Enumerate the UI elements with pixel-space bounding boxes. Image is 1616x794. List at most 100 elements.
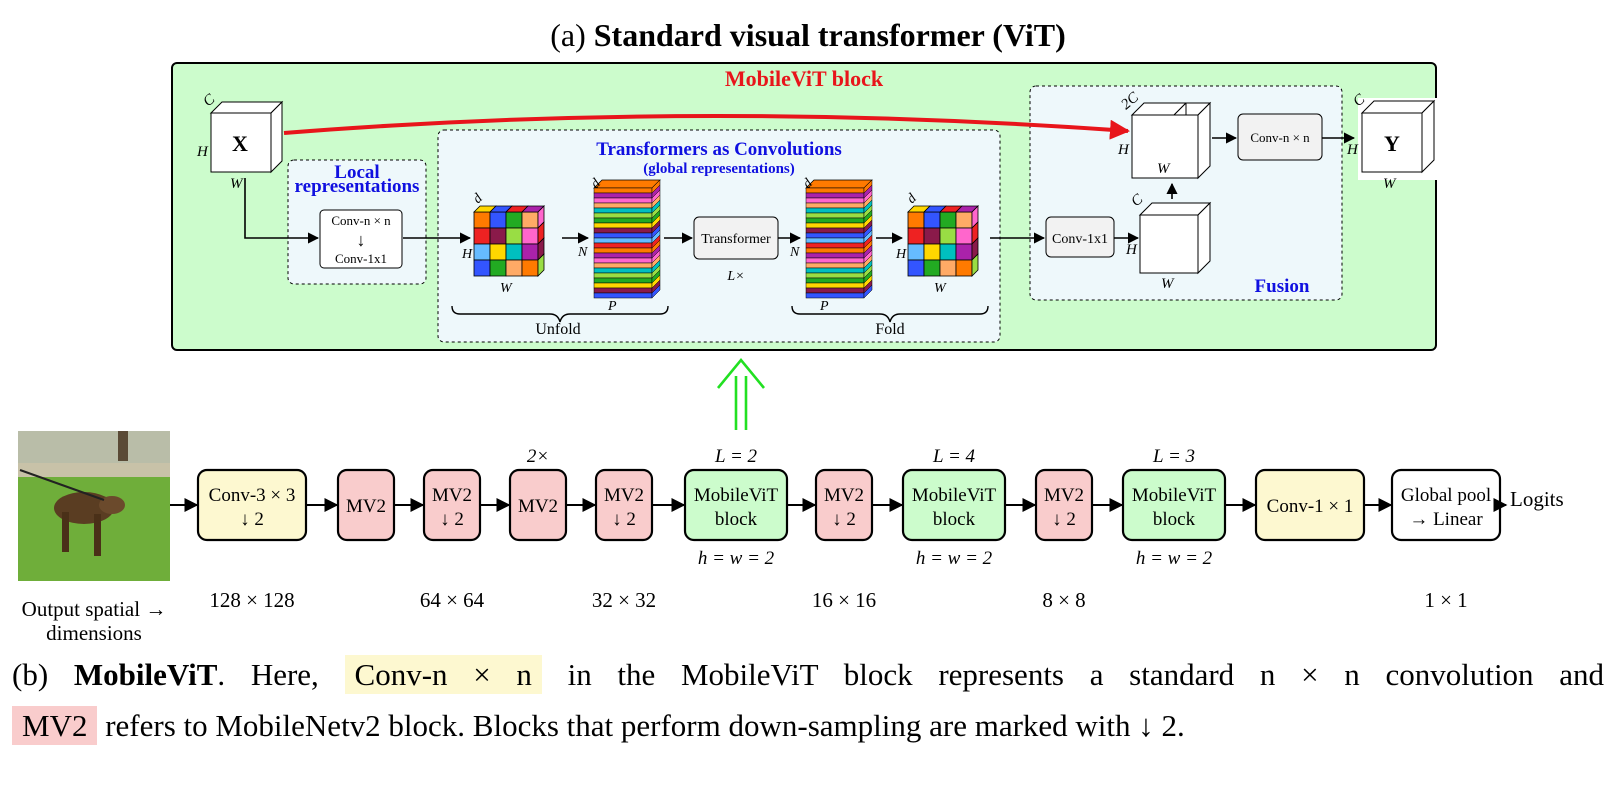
mobilevit-block-title: MobileViT block [725, 66, 884, 91]
output-spatial-label-2: dimensions [46, 621, 142, 645]
local-conv-box [319, 209, 403, 269]
pipeline-block-below: h = w = 2 [698, 548, 775, 569]
local-conv-top: Conv-n × n [331, 213, 391, 228]
stack-top-face [593, 179, 661, 189]
input-image [18, 431, 170, 581]
logits-label: Logits [1510, 487, 1564, 511]
fusion-cube-c-dim-w: W [1161, 276, 1175, 292]
pipeline-block-label: MV2 [604, 485, 644, 506]
stack-top-face [805, 179, 873, 189]
patch-cell [521, 227, 539, 245]
global-title-1: Transformers as Convolutions [596, 139, 842, 160]
stack-row [805, 207, 865, 214]
mobilevit-diagram: (a) Standard visual transformer (ViT) Mo… [18, 17, 1564, 645]
pipeline-block-sublabel: ↓ 2 [832, 509, 856, 530]
fusion-conv1-label: Conv-1x1 [1052, 232, 1108, 247]
stack-row [805, 242, 865, 249]
stack-row [805, 267, 865, 274]
stack-row [593, 222, 653, 229]
patch-cell [505, 211, 523, 229]
pipeline-block-sublabel: block [933, 509, 976, 530]
patch-cell [923, 243, 941, 261]
patch-cell [955, 243, 973, 261]
patch-cell [923, 211, 941, 229]
pipeline-block-sublabel: ↓ 2 [240, 509, 264, 530]
patch-cell [907, 211, 925, 229]
input-dim-w: W [230, 176, 244, 192]
pipeline-block-label: Global pool [1401, 485, 1491, 506]
title-bold: Standard visual transformer (ViT) [594, 17, 1066, 53]
patch-grid-cube-right [907, 205, 979, 277]
skip-connection-arrow [283, 114, 1130, 140]
pipeline-block-sublabel: block [715, 509, 758, 530]
pipeline-block-sublabel: → Linear [1409, 509, 1483, 530]
figure-title: (a) Standard visual transformer (ViT) [550, 17, 1066, 53]
caption-conv-chip: Conv-n × n [344, 655, 542, 694]
stack-row [593, 197, 653, 204]
pipeline-block-label: MobileViT [912, 485, 997, 506]
output-cube-y [1358, 98, 1438, 180]
cube1-dim-w: W [500, 281, 513, 296]
patch-cell [489, 211, 507, 229]
patch-side-face [971, 253, 979, 277]
unfolded-stack-left [593, 179, 661, 299]
pipeline-block-label: Conv-3 × 3 [209, 485, 296, 506]
pipeline-block-label: MV2 [1044, 485, 1084, 506]
fusion-cube-c [1138, 201, 1212, 275]
global-title-2: (global representations) [643, 161, 795, 177]
cube2-dim-w: W [934, 281, 947, 296]
patch-cell [505, 259, 523, 277]
caption-here: . Here, [217, 657, 345, 692]
stack-row [805, 247, 865, 254]
spatial-dim-label: 1 × 1 [1424, 588, 1467, 612]
stack-row [805, 237, 865, 244]
stack-row [805, 272, 865, 279]
stack-row [593, 187, 653, 194]
stack-row [593, 242, 653, 249]
patch-side-face [537, 253, 545, 277]
caption-line2-rest: refers to MobileNetv2 block. Blocks that… [97, 708, 1185, 743]
patch-cell [521, 259, 539, 277]
fusion-conv1-box [1045, 216, 1115, 258]
patch-cell [939, 243, 957, 261]
stack-row [593, 212, 653, 219]
cube2-dim-h: H [895, 247, 907, 262]
pipeline-block-below: h = w = 2 [1136, 548, 1213, 569]
patch-cell [521, 243, 539, 261]
stack-row [593, 207, 653, 214]
patch-cell [907, 243, 925, 261]
pipeline-block-label: MV2 [346, 496, 386, 517]
patch-cell [489, 259, 507, 277]
stack-row [805, 287, 865, 294]
stack1-dim-n: N [577, 245, 588, 260]
stack-row [593, 237, 653, 244]
pipeline-block-sublabel: ↓ 2 [440, 509, 464, 530]
patch-cell [923, 227, 941, 245]
fusion-cube-2c [1130, 101, 1212, 180]
input-dim-h: H [196, 144, 209, 160]
pipeline-block-sublabel: block [1153, 509, 1196, 530]
fusion-title: Fusion [1255, 276, 1310, 297]
pipeline-block-sublabel: ↓ 2 [612, 509, 636, 530]
patch-cell [939, 227, 957, 245]
stack-row [805, 187, 865, 194]
pipeline-block-label: MV2 [518, 496, 558, 517]
stack-row [805, 212, 865, 219]
stack-row [805, 252, 865, 259]
patch-cell [505, 227, 523, 245]
pipeline-block-above: 2× [527, 446, 549, 467]
stack-row [593, 227, 653, 234]
output-dim-h: H [1346, 142, 1359, 158]
stack-row [805, 202, 865, 209]
input-label-x: X [232, 131, 248, 156]
stack-row [805, 262, 865, 269]
patch-grid-cube-left [473, 205, 545, 277]
patch-cell [473, 227, 491, 245]
caption-mv2-chip: MV2 [12, 706, 98, 745]
stack-row [593, 232, 653, 239]
stack-row [805, 197, 865, 204]
stack2-dim-p: P [819, 299, 829, 314]
patch-cell [489, 243, 507, 261]
stack-row [593, 287, 653, 294]
spatial-dim-label: 64 × 64 [420, 588, 485, 612]
